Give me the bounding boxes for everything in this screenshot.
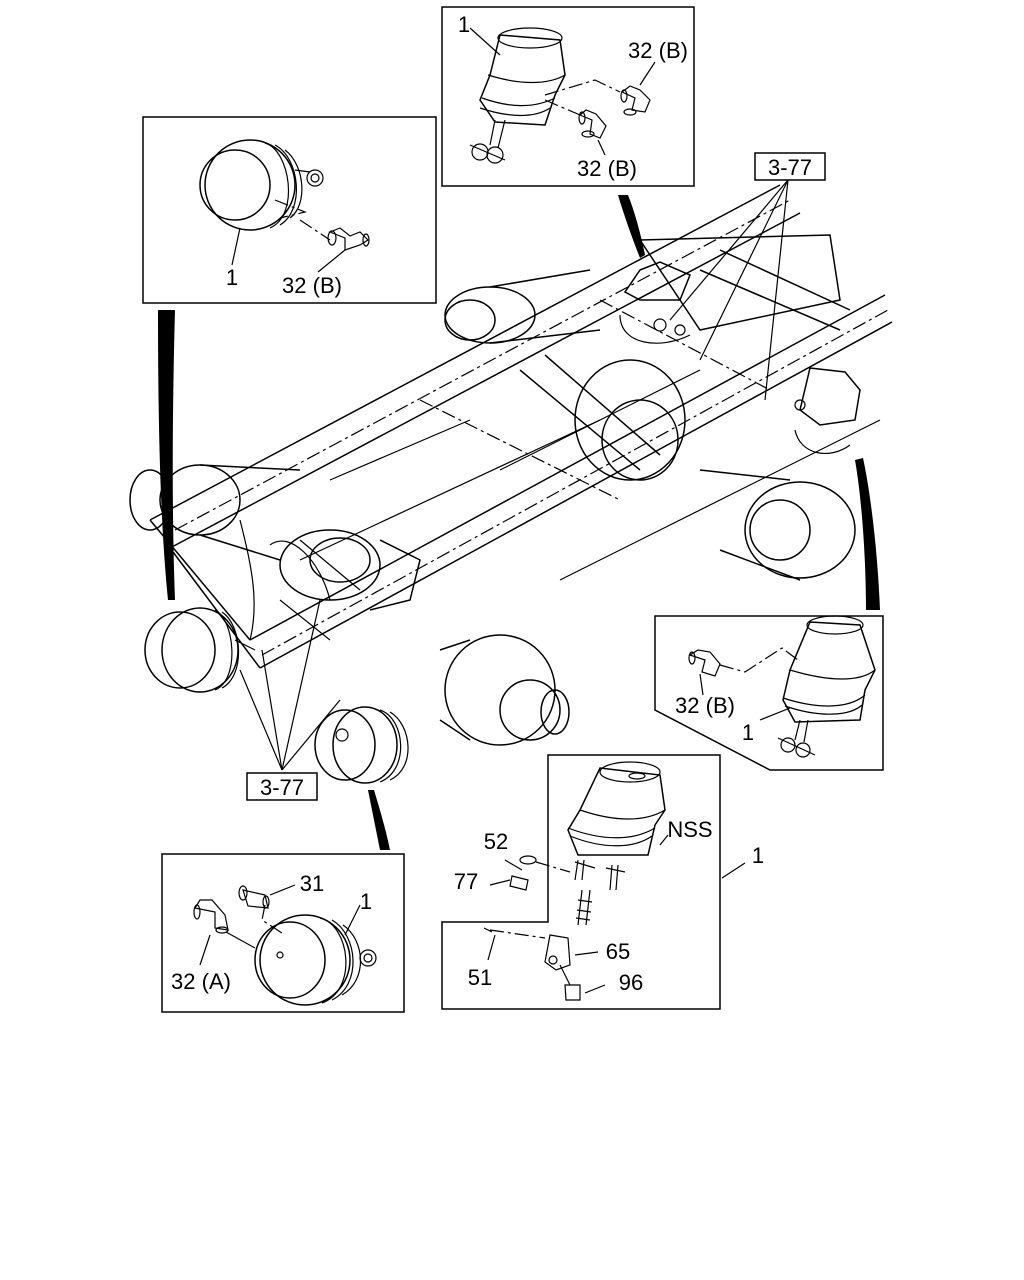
callout-top-center-part-a: 32 (B) — [628, 38, 688, 63]
callout-top-center-part-b: 32 (B) — [577, 156, 637, 181]
callout-bottom-center-77: 77 — [454, 869, 478, 894]
callout-bottom-left-31: 31 — [300, 871, 324, 896]
detail-bottom-left: 31 1 32 (A) — [161, 853, 405, 1013]
callout-bottom-center-96: 96 — [619, 970, 643, 995]
callout-bottom-center-1: 1 — [752, 843, 764, 868]
rear-left-brake-chamber — [619, 261, 691, 344]
callout-bottom-center-nss: NSS — [667, 817, 712, 842]
detail-top-left: 1 32 (B) — [142, 116, 437, 304]
reference-label-lower: 3-77 — [260, 775, 304, 800]
callout-right-item: 1 — [742, 720, 754, 745]
chassis-frame — [149, 184, 893, 669]
front-axle-assembly — [129, 464, 570, 746]
callout-bottom-left-item: 1 — [360, 889, 372, 914]
front-left-brake-chamber — [144, 607, 256, 693]
callout-bottom-center-52: 52 — [484, 829, 508, 854]
callout-bottom-center-65: 65 — [606, 939, 630, 964]
callout-top-left-part: 32 (B) — [282, 273, 342, 298]
reference-leaders — [239, 179, 789, 771]
callout-top-center-item: 1 — [458, 12, 470, 37]
reference-label-upper: 3-77 — [768, 155, 812, 180]
detail-right: 32 (B) 1 — [654, 615, 884, 771]
detail-top-center: 1 32 (B) 32 (B) — [441, 6, 695, 187]
rear-axle-assembly — [444, 269, 856, 581]
callout-right-part: 32 (B) — [675, 693, 735, 718]
callout-bottom-center-51: 51 — [468, 965, 492, 990]
callout-top-left-item: 1 — [226, 265, 238, 290]
callout-bottom-left-32a: 32 (A) — [171, 969, 231, 994]
detail-bottom-center: 52 77 NSS 1 65 51 96 — [441, 754, 764, 1010]
reference-box-upper: 3-77 — [754, 152, 826, 181]
reference-box-lower: 3-77 — [246, 772, 318, 801]
rear-right-brake-chamber — [794, 367, 861, 454]
detail-connectors — [158, 195, 880, 850]
front-right-brake-chamber — [314, 706, 409, 784]
